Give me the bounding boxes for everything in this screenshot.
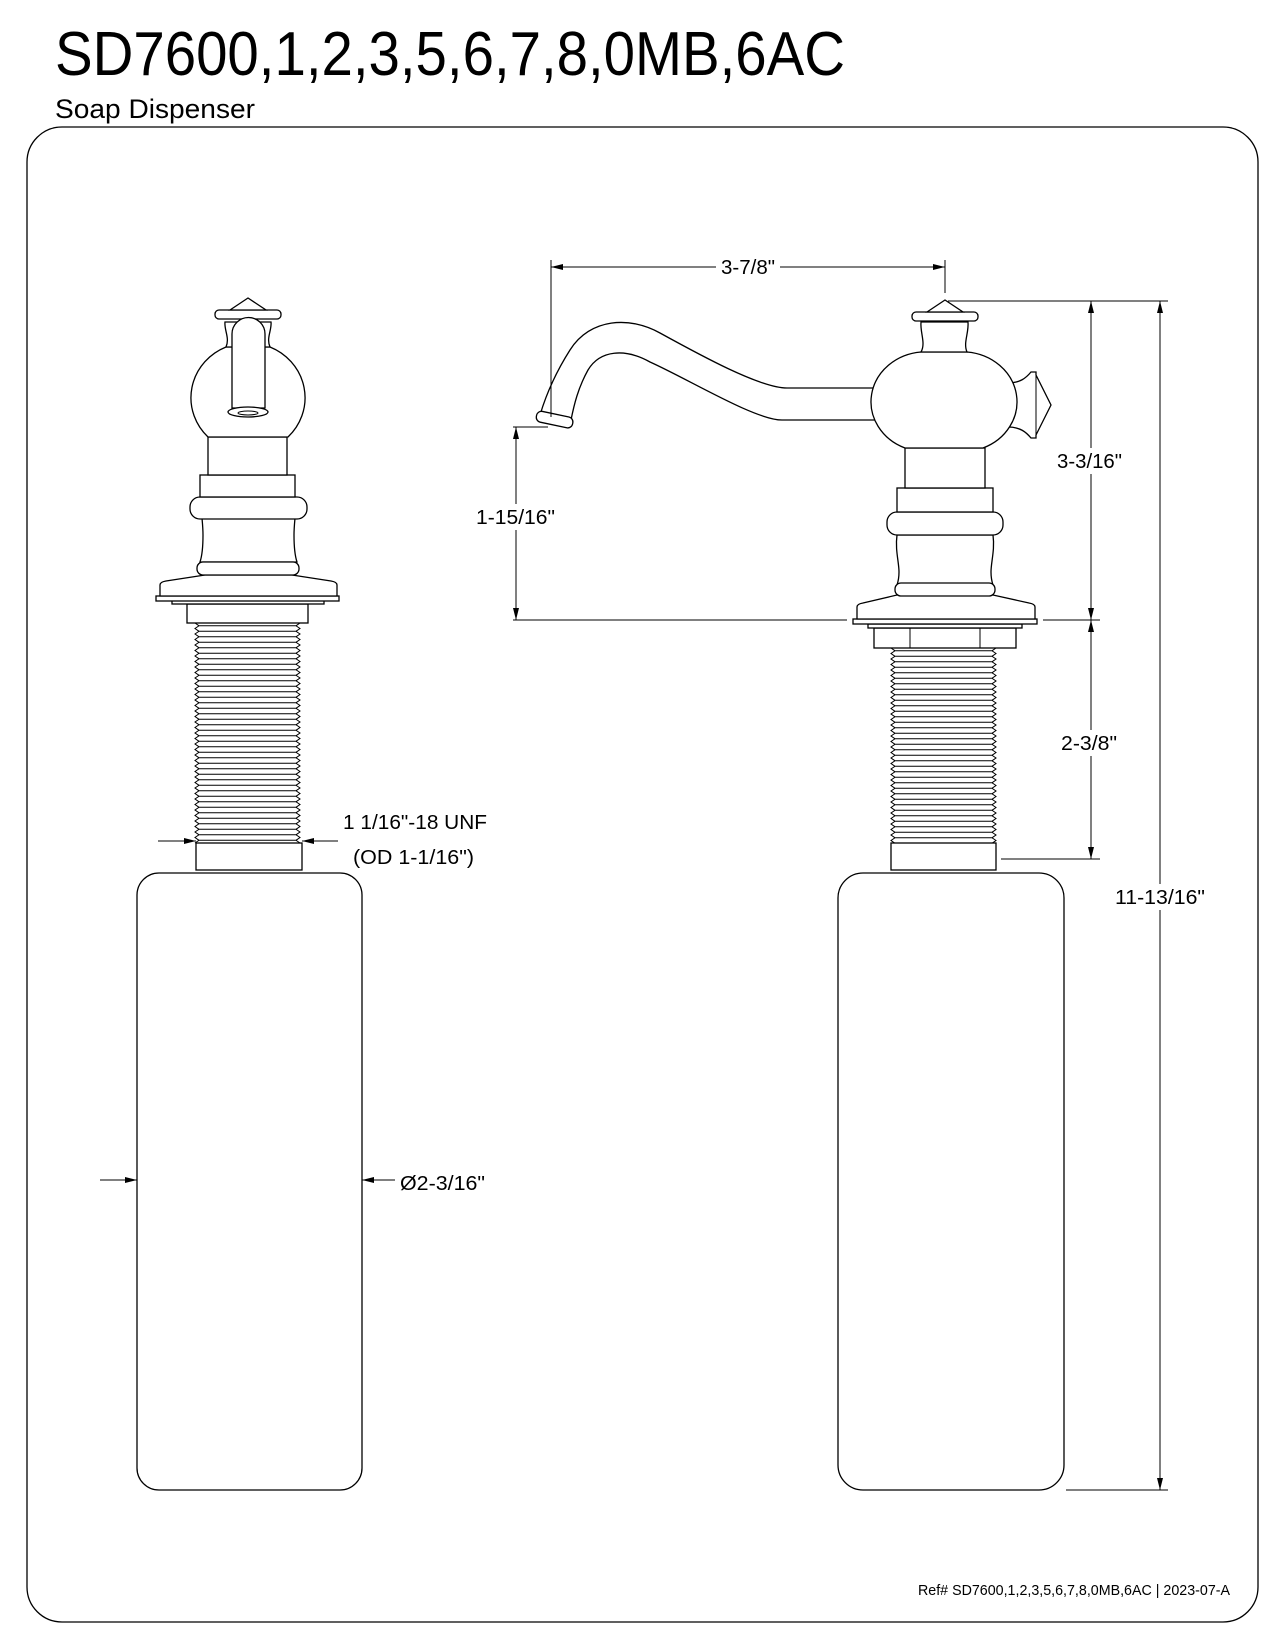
spout-front (231, 316, 266, 409)
overall-height-label: 11-13/16" (1115, 887, 1205, 909)
thread-od-label: (OD 1-1/16") (353, 847, 474, 869)
spout-reach-label: 3-7/8" (721, 257, 775, 279)
thread-collar-side (890, 842, 997, 871)
spout-side (539, 321, 893, 421)
bottle-diameter-dimension: Ø2-3/16" (100, 1173, 485, 1195)
flange-rim-side (852, 618, 1038, 625)
ball-side (870, 351, 1018, 449)
shank-length-dimension: 2-3/8" (1058, 620, 1120, 859)
shank-length-label: 2-3/8" (1061, 733, 1117, 755)
drawing-frame (26, 126, 1259, 1623)
page-title: SD7600,1,2,3,5,6,7,8,0MB,6AC (55, 20, 845, 89)
front-view-dispenser (136, 297, 363, 1491)
overall-height-dimension: 11-13/16" (1112, 301, 1208, 1490)
thread-dimension: 1 1/16"-18 UNF (OD 1-1/16") (158, 812, 487, 869)
bottle-diameter-label: Ø2-3/16" (400, 1173, 485, 1195)
finial-cap-side (911, 311, 979, 322)
finial-tip-front (227, 297, 269, 311)
nut-side (873, 627, 1017, 649)
lower-bead-side (894, 582, 996, 597)
bottle-front (136, 872, 363, 1491)
nut-front (186, 603, 309, 624)
thread-side (890, 647, 997, 847)
side-view-dispenser (535, 299, 1065, 1491)
body-side (895, 534, 995, 586)
bottle-side (837, 872, 1065, 1491)
spout-height-label: 1-15/16" (476, 507, 555, 529)
flange-side (856, 594, 1036, 620)
spout-height-dimension: 1-15/16" (474, 427, 558, 620)
top-height-dimension: 3-3/16" (1055, 301, 1125, 620)
neck-side (919, 321, 969, 353)
top-height-label: 3-3/16" (1057, 451, 1122, 473)
collar-front (207, 436, 288, 476)
page-subtitle: Soap Dispenser (55, 94, 255, 124)
thread-collar-front (195, 842, 303, 871)
spout-reach-dimension: 3-7/8" (550, 257, 946, 417)
reference-footer: Ref# SD7600,1,2,3,5,6,7,8,0MB,6AC | 2023… (918, 1582, 1230, 1599)
thread-spec-label: 1 1/16"-18 UNF (343, 812, 487, 834)
ring-side (896, 487, 994, 513)
ring-front (199, 474, 296, 498)
thread-ridges (890, 647, 997, 847)
lower-bead-front (196, 561, 300, 576)
upper-bead-front (189, 496, 308, 520)
extension-lines (513, 300, 1168, 1491)
thread-front (194, 622, 301, 844)
flange-rim-front (155, 595, 340, 602)
outlet-hole-front (237, 410, 259, 416)
upper-bead-side (886, 511, 1004, 536)
finial-tip-side (924, 299, 966, 313)
flange-front (159, 574, 338, 597)
thread-ridges (194, 622, 301, 844)
spout-tip-side (535, 410, 574, 429)
collar-side (904, 447, 986, 489)
spout-outlet-front (227, 406, 269, 418)
